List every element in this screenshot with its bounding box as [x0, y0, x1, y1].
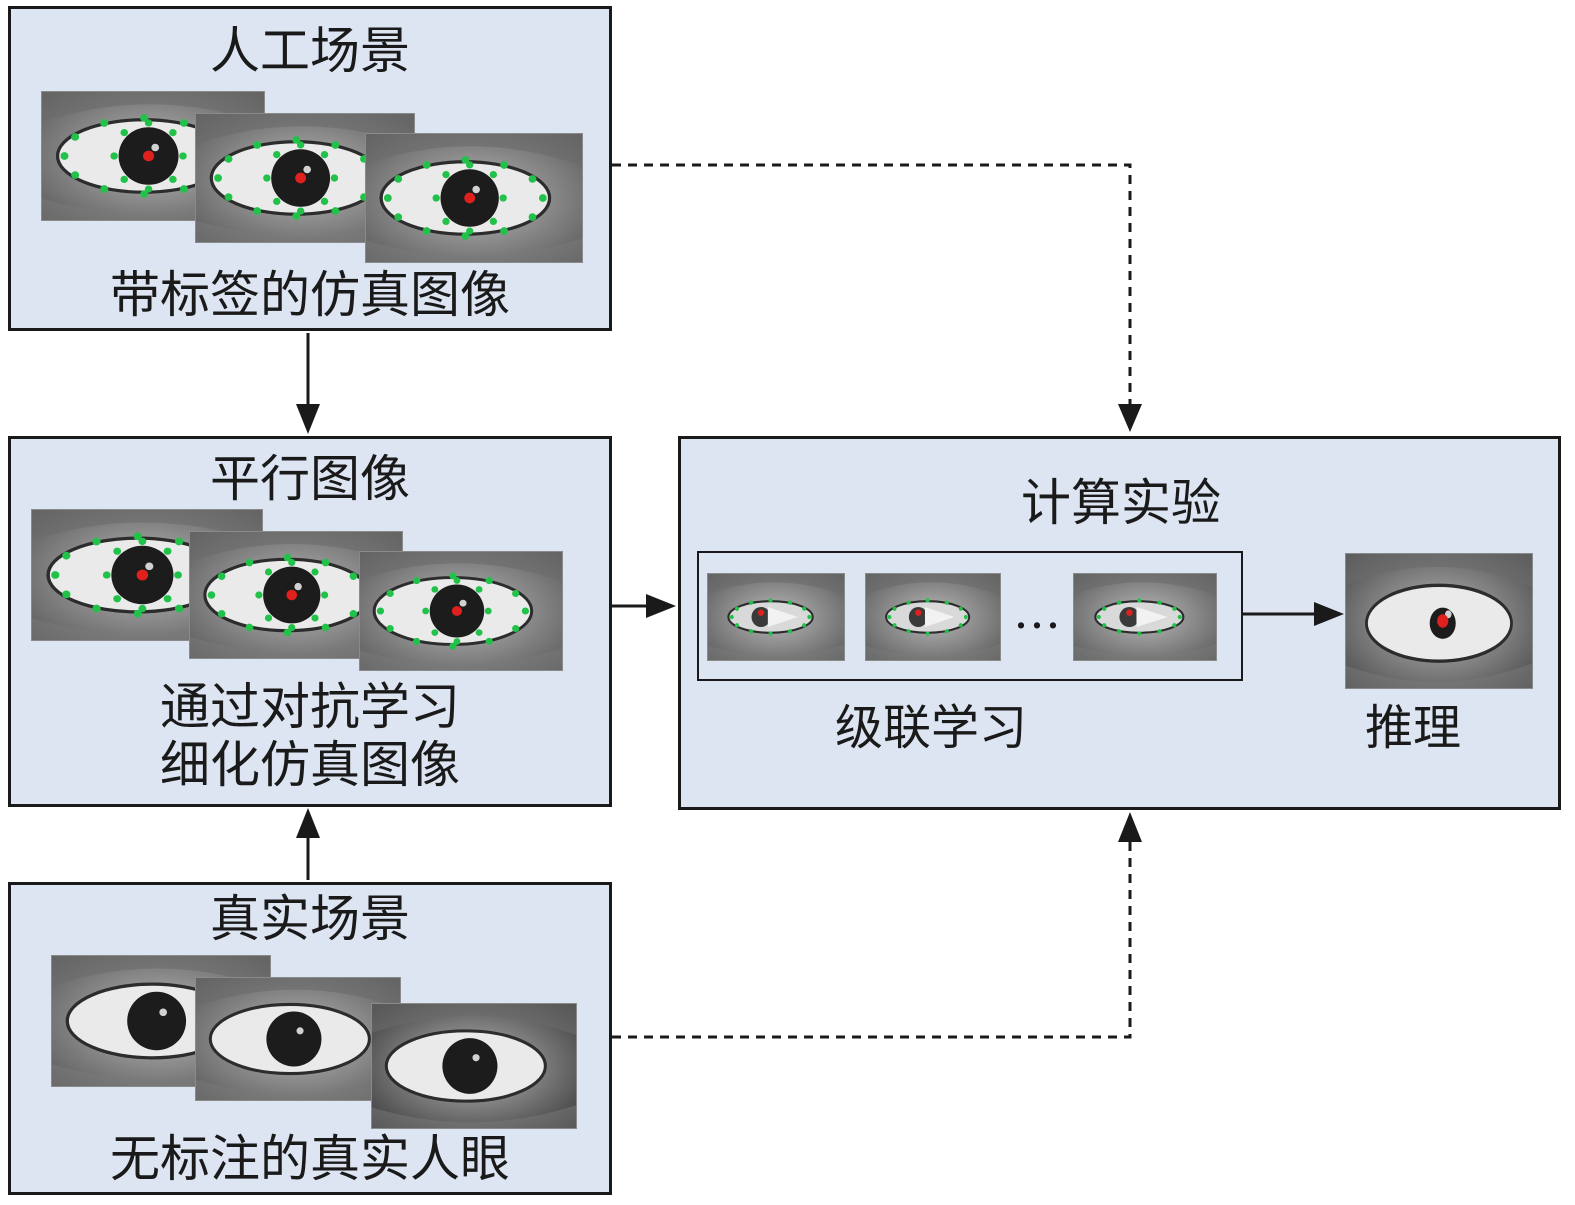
eye-photo-icon	[707, 573, 845, 661]
dashed-arrow-artificial-to-computational	[612, 163, 1132, 408]
eye-photo-icon	[865, 573, 1001, 661]
parallel-images-caption-line2: 细化仿真图像	[160, 736, 460, 794]
computational-experiment-box: 计算实验 … 级联学习 推理	[678, 436, 1561, 810]
artificial-scene-box: 人工场景 带标签的仿真图像	[8, 6, 612, 331]
eye-photo-icon	[365, 133, 583, 263]
artificial-scene-caption: 带标签的仿真图像	[110, 266, 510, 324]
eye-photo-icon	[195, 977, 401, 1101]
real-scene-box: 真实场景 无标注的真实人眼	[8, 882, 612, 1195]
cascade-learning-label: 级联学习	[834, 700, 1027, 756]
eye-photo-icon	[1345, 553, 1533, 689]
real-scene-caption: 无标注的真实人眼	[110, 1130, 510, 1188]
parallel-images-caption-line1: 通过对抗学习	[160, 678, 460, 736]
dashed-arrow-real-to-computational	[612, 838, 1132, 1039]
cascade-ellipsis: …	[1013, 584, 1061, 640]
parallel-images-title: 平行图像	[210, 450, 410, 508]
artificial-scene-title: 人工场景	[210, 22, 410, 80]
inference-label: 推理	[1364, 700, 1461, 756]
real-scene-title: 真实场景	[210, 890, 410, 948]
eye-photo-icon	[1073, 573, 1217, 661]
eye-photo-icon	[359, 551, 563, 671]
cascade-learning-frame: …	[697, 551, 1243, 681]
eye-photo-icon	[371, 1003, 577, 1129]
parallel-images-box: 平行图像 通过对抗学习 细化仿真图像	[8, 436, 612, 807]
computational-experiment-title: 计算实验	[1021, 474, 1221, 532]
